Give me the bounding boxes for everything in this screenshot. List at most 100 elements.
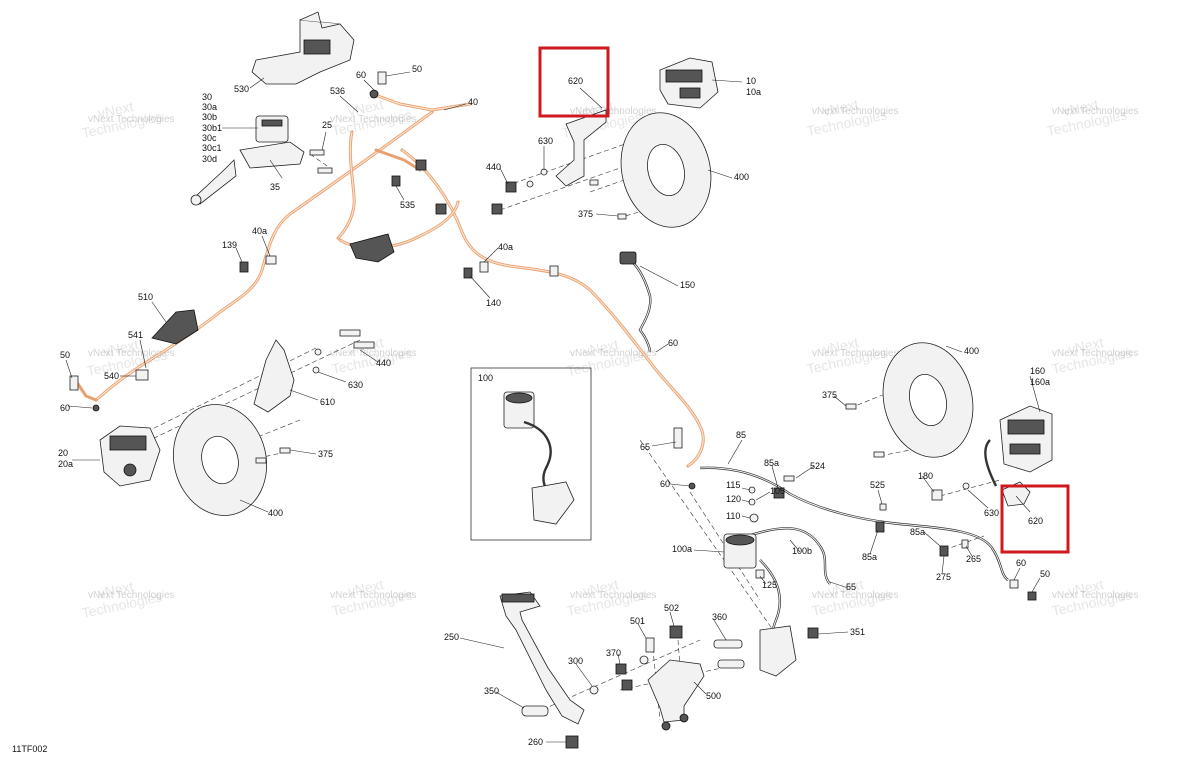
callout-502: 502 — [664, 603, 679, 613]
callout-524: 524 — [810, 461, 825, 471]
watermark-small: vNext Technologies — [330, 590, 417, 601]
watermark-line1: vNext — [346, 576, 384, 599]
callout-375-right: 375 — [822, 390, 837, 400]
watermark-small: vNext Technologies — [812, 348, 899, 359]
watermark-small: vNext Technologies — [1052, 348, 1139, 359]
bracket-530 — [251, 11, 355, 85]
diagram-code: 11TF002 — [12, 744, 47, 754]
bolt-25 — [309, 149, 333, 174]
watermark-line1: vNext — [821, 334, 859, 357]
callout-150: 150 — [680, 280, 695, 290]
callout-55: 55 — [846, 582, 856, 592]
highlight-box-620-top — [538, 46, 610, 118]
callout-85a-bottom: 85a — [862, 552, 877, 562]
caliper-20 — [99, 425, 161, 487]
watermarks: vNext Technologies vNext Technologies vN… — [80, 96, 1139, 621]
fitting-65 — [673, 427, 696, 490]
bracket-620-right — [1001, 481, 1031, 507]
rear-master-cylinder-100a — [723, 533, 757, 569]
callout-105: 105 — [770, 486, 785, 496]
parts — [69, 11, 1053, 749]
banjo-fitting-right — [1009, 579, 1037, 601]
watermark-line1: vNext — [821, 96, 859, 119]
watermark-small: vNext Technologies — [88, 114, 175, 125]
callout-350: 350 — [484, 686, 499, 696]
callout-160: 160 — [1030, 366, 1045, 376]
callout-160a: 160a — [1030, 377, 1050, 387]
watermark-line1: vNext — [581, 336, 619, 359]
callout-535: 535 — [400, 200, 415, 210]
callout-30c1: 30c1 — [202, 143, 222, 153]
clip-260 — [565, 735, 579, 749]
callout-540: 540 — [104, 371, 119, 381]
callout-30d: 30d — [202, 154, 217, 164]
callout-20: 20 — [58, 448, 68, 458]
watermark-line1: vNext — [581, 576, 619, 599]
callout-85a-right: 85a — [910, 527, 925, 537]
inset-label: 100 — [478, 373, 493, 383]
callout-510: 510 — [138, 292, 153, 302]
watermark-small: vNext Technologies — [570, 348, 657, 359]
highlight-label-620-right: 620 — [1028, 516, 1043, 526]
bolt-275 — [939, 539, 969, 557]
clip-535 — [391, 159, 447, 215]
caliper-10 — [659, 57, 719, 109]
callout-30c: 30c — [202, 133, 217, 143]
callout-10a: 10a — [746, 87, 761, 97]
watermark-line1: vNext — [1066, 334, 1104, 357]
clamp-125 — [755, 569, 765, 579]
callout-40a-left: 40a — [252, 226, 267, 236]
brake-hoses — [76, 94, 705, 468]
callout-30a: 30a — [202, 102, 217, 112]
callout-500: 500 — [706, 691, 721, 701]
watermark-small: vNext Technologies — [88, 590, 175, 601]
callout-50-right: 50 — [1040, 569, 1050, 579]
bolt-139 — [239, 255, 277, 273]
callout-115: 115 — [726, 480, 740, 490]
brake-disc-400-top — [620, 112, 712, 228]
callout-120: 120 — [726, 494, 741, 504]
rear-master-cylinder-body — [759, 625, 797, 677]
callout-140: 140 — [486, 298, 501, 308]
callout-370: 370 — [606, 648, 621, 658]
master-cylinder-30 — [190, 115, 305, 206]
callout-630-top: 630 — [538, 136, 553, 146]
callout-40a-center: 40a — [498, 242, 513, 252]
callout-400-top: 400 — [734, 172, 749, 182]
watermark-line1: vNext — [1066, 576, 1104, 599]
callout-440-left: 440 — [376, 358, 391, 368]
bolt-375-left — [255, 447, 291, 464]
callout-375-left: 375 — [318, 449, 333, 459]
callout-260: 260 — [528, 737, 543, 747]
callout-180: 180 — [918, 471, 933, 481]
caliper-160 — [999, 405, 1053, 473]
callout-375-top: 375 — [578, 209, 593, 219]
bracket-620-top — [555, 109, 607, 187]
bolt-351 — [807, 627, 819, 639]
highlight-box-620-right — [1000, 484, 1070, 554]
callout-35: 35 — [270, 182, 280, 192]
callout-110: 110 — [726, 511, 740, 521]
callout-630-left: 630 — [348, 380, 363, 390]
banjo-fitting-top — [369, 71, 387, 99]
callout-400-right: 400 — [964, 346, 979, 356]
watermark-line1: vNext — [1061, 96, 1099, 119]
callout-139: 139 — [222, 240, 237, 250]
callout-30: 30 — [202, 92, 212, 102]
watermark-small: vNext Technologies — [330, 114, 417, 125]
watermark-small: vNext Technologies — [1052, 106, 1139, 117]
watermark-small: vNext Technologies — [812, 590, 899, 601]
callout-10: 10 — [746, 76, 756, 86]
clip-85a — [773, 487, 885, 533]
callout-525: 525 — [870, 480, 885, 490]
callout-60-center: 60 — [660, 479, 670, 489]
bushing-370 — [615, 655, 649, 691]
watermark-small: vNext Technologies — [1052, 590, 1139, 601]
watermark-line1: vNext — [96, 98, 134, 121]
callout-20a: 20a — [58, 459, 73, 469]
callout-610: 610 — [320, 397, 335, 407]
callout-labels: 530 30 30a 30b 30b1 30c 30c1 30d 25 35 6… — [58, 64, 1050, 747]
highlight-label-620-top: 620 — [568, 76, 583, 86]
washers-630-left — [312, 329, 375, 374]
